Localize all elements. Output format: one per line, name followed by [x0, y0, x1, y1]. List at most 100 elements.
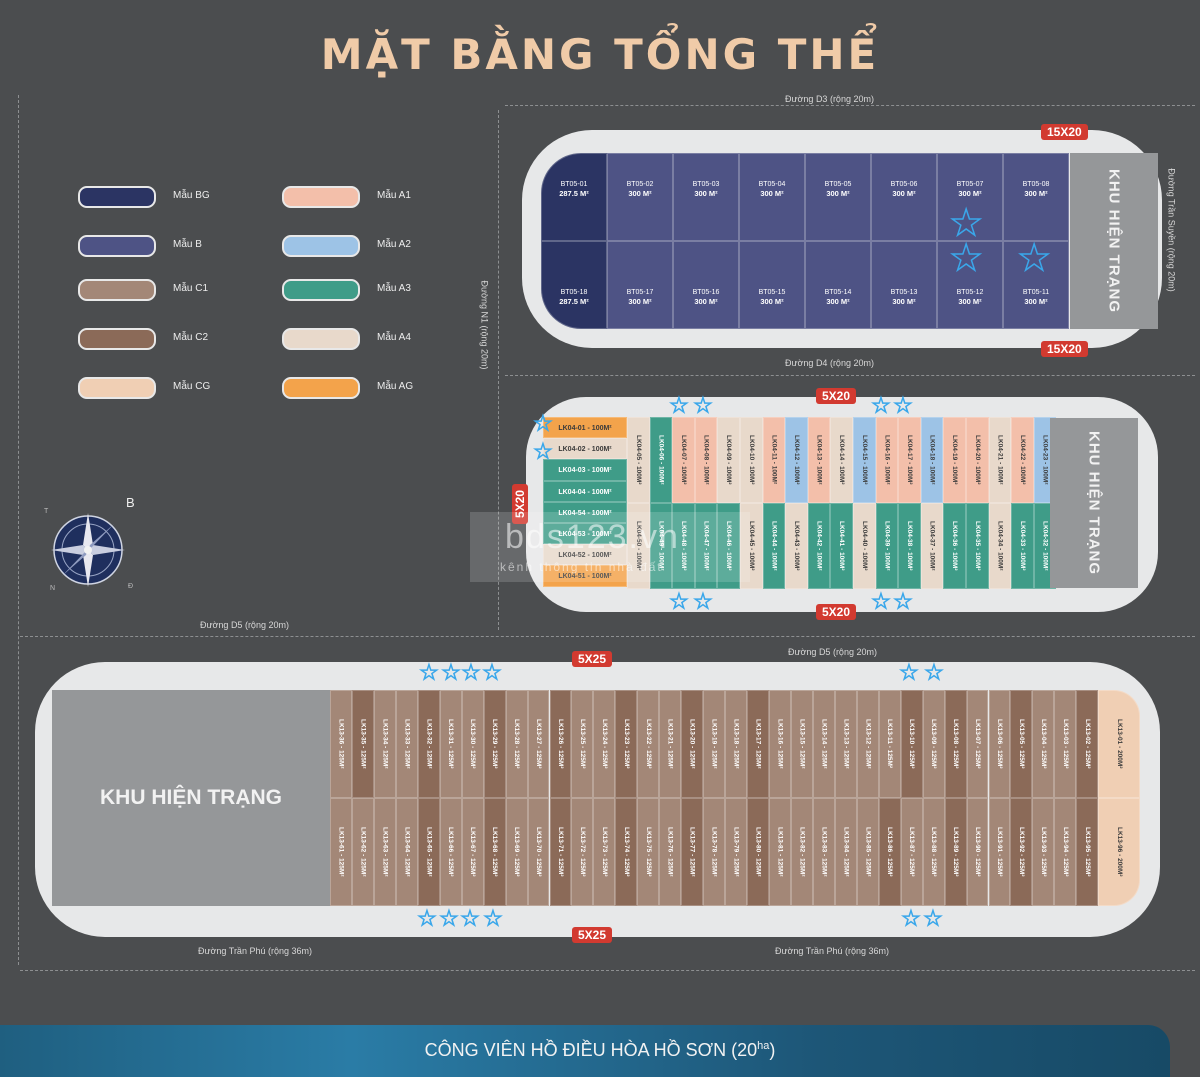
plot-lk13-82[interactable]: LK13-82 - 125M²: [790, 798, 813, 906]
plot-lk04-10[interactable]: LK04-10 - 100M²: [740, 417, 763, 503]
plot-lk04-14[interactable]: LK04-14 - 100M²: [830, 417, 853, 503]
plot-lk04-41[interactable]: LK04-41 - 100M²: [830, 503, 853, 589]
plot-lk13-86[interactable]: LK13-86 - 125M²: [878, 798, 901, 906]
plot-lk13-75[interactable]: LK13-75 - 125M²: [637, 798, 660, 906]
plot-lk13-04[interactable]: LK13-04 - 125M²: [1032, 690, 1055, 798]
plot-lk04-07[interactable]: LK04-07 - 100M²: [672, 417, 695, 503]
plot-lk13-28[interactable]: LK13-28 - 125M²: [505, 690, 528, 798]
plot-lk13-35[interactable]: LK13-35 - 125M²: [351, 690, 374, 798]
plot-lk13-12[interactable]: LK13-12 - 125M²: [856, 690, 879, 798]
plot-lk04-20[interactable]: LK04-20 - 100M²: [966, 417, 989, 503]
plot-lk04-19[interactable]: LK04-19 - 100M²: [943, 417, 966, 503]
plot-lk13-70[interactable]: LK13-70 - 125M²: [527, 798, 550, 906]
plot-lk13-08[interactable]: LK13-08 - 125M²: [944, 690, 967, 798]
plot-lk13-76[interactable]: LK13-76 - 125M²: [659, 798, 682, 906]
plot-lk13-94[interactable]: LK13-94 - 125M²: [1054, 798, 1077, 906]
plot-lk04-34[interactable]: LK04-34 - 100M²: [988, 503, 1012, 589]
plot-lk13-32[interactable]: LK13-32 - 125M²: [417, 690, 440, 798]
plot-lk13-89[interactable]: LK13-89 - 125M²: [944, 798, 967, 906]
plot-lk13-21[interactable]: LK13-21 - 125M²: [659, 690, 682, 798]
plot-lk04-51[interactable]: LK04-51 - 100M²: [543, 565, 627, 587]
plot-lk13-33[interactable]: LK13-33 - 125M²: [395, 690, 418, 798]
plot-lk13-64[interactable]: LK13-64 - 125M²: [395, 798, 418, 906]
plot-lk13-31[interactable]: LK13-31 - 125M²: [439, 690, 462, 798]
plot-lk04-02[interactable]: LK04-02 - 100M²: [543, 438, 627, 460]
plot-lk13-20[interactable]: LK13-20 - 125M²: [681, 690, 704, 798]
plot-lk04-22[interactable]: LK04-22 - 100M²: [1011, 417, 1034, 503]
plot-lk04-18[interactable]: LK04-18 - 100M²: [920, 417, 944, 503]
plot-lk04-09[interactable]: LK04-09 - 100M²: [717, 417, 740, 503]
plot-lk13-02[interactable]: LK13-02 - 125M²: [1076, 690, 1099, 798]
plot-lk13-78[interactable]: LK13-78 - 125M²: [703, 798, 726, 906]
plot-lk04-12[interactable]: LK04-12 - 100M²: [785, 417, 808, 503]
plot-lk13-74[interactable]: LK13-74 - 125M²: [615, 798, 638, 906]
plot-lk13-10[interactable]: LK13-10 - 125M²: [900, 690, 923, 798]
plot-lk04-04[interactable]: LK04-04 - 100M²: [543, 480, 627, 502]
plot-lk13-85[interactable]: LK13-85 - 125M²: [856, 798, 879, 906]
plot-lk13-06[interactable]: LK13-06 - 125M²: [988, 690, 1011, 798]
plot-lk13-13[interactable]: LK13-13 - 125M²: [834, 690, 857, 798]
plot-lk13-96[interactable]: LK13-96 - 200M²: [1098, 798, 1141, 906]
plot-lk13-19[interactable]: LK13-19 - 125M²: [703, 690, 726, 798]
plot-lk04-47[interactable]: LK04-47 - 100M²: [694, 503, 718, 589]
plot-lk04-03[interactable]: LK04-03 - 100M²: [543, 459, 627, 481]
plot-lk13-09[interactable]: LK13-09 - 125M²: [922, 690, 945, 798]
plot-lk13-68[interactable]: LK13-68 - 125M²: [483, 798, 506, 906]
plot-lk13-30[interactable]: LK13-30 - 125M²: [461, 690, 484, 798]
plot-lk13-92[interactable]: LK13-92 - 125M²: [1010, 798, 1033, 906]
plot-lk13-77[interactable]: LK13-77 - 125M²: [681, 798, 704, 906]
plot-lk13-87[interactable]: LK13-87 - 125M²: [900, 798, 923, 906]
plot-lk04-15[interactable]: LK04-15 - 100M²: [853, 417, 876, 503]
plot-lk13-66[interactable]: LK13-66 - 125M²: [439, 798, 462, 906]
plot-lk04-33[interactable]: LK04-33 - 100M²: [1011, 503, 1034, 589]
plot-lk04-42[interactable]: LK04-42 - 100M²: [807, 503, 831, 589]
plot-lk13-01[interactable]: LK13-01 - 200M²: [1098, 690, 1141, 798]
plot-lk04-21[interactable]: LK04-21 - 100M²: [988, 417, 1012, 503]
plot-lk13-90[interactable]: LK13-90 - 125M²: [966, 798, 989, 906]
plot-lk13-93[interactable]: LK13-93 - 125M²: [1032, 798, 1055, 906]
plot-lk13-73[interactable]: LK13-73 - 125M²: [593, 798, 616, 906]
plot-lk13-07[interactable]: LK13-07 - 125M²: [966, 690, 989, 798]
plot-lk13-81[interactable]: LK13-81 - 125M²: [769, 798, 791, 906]
plot-lk04-11[interactable]: LK04-11 - 100M²: [762, 417, 786, 503]
plot-lk13-24[interactable]: LK13-24 - 125M²: [593, 690, 616, 798]
plot-lk04-44[interactable]: LK04-44 - 100M²: [762, 503, 786, 589]
plot-lk04-08[interactable]: LK04-08 - 100M²: [694, 417, 718, 503]
plot-lk13-61[interactable]: LK13-61 - 125M²: [330, 798, 352, 906]
plot-lk04-45[interactable]: LK04-45 - 100M²: [740, 503, 763, 589]
plot-lk13-84[interactable]: LK13-84 - 125M²: [834, 798, 857, 906]
plot-lk13-67[interactable]: LK13-67 - 125M²: [461, 798, 484, 906]
plot-lk04-49[interactable]: LK04-49 - 100M²: [649, 503, 673, 589]
plot-lk04-52[interactable]: LK04-52 - 100M²: [543, 544, 627, 566]
plot-lk04-37[interactable]: LK04-37 - 100M²: [920, 503, 944, 589]
plot-lk13-26[interactable]: LK13-26 - 125M²: [549, 690, 572, 798]
plot-lk04-35[interactable]: LK04-35 - 100M²: [966, 503, 989, 589]
plot-lk13-72[interactable]: LK13-72 - 125M²: [571, 798, 594, 906]
plot-lk13-22[interactable]: LK13-22 - 125M²: [637, 690, 660, 798]
plot-lk13-83[interactable]: LK13-83 - 125M²: [812, 798, 835, 906]
plot-lk13-17[interactable]: LK13-17 - 125M²: [747, 690, 769, 798]
plot-lk13-80[interactable]: LK13-80 - 125M²: [747, 798, 769, 906]
plot-lk13-63[interactable]: LK13-63 - 125M²: [373, 798, 396, 906]
plot-lk13-23[interactable]: LK13-23 - 125M²: [615, 690, 638, 798]
plot-lk13-29[interactable]: LK13-29 - 125M²: [483, 690, 506, 798]
plot-lk04-43[interactable]: LK04-43 - 100M²: [785, 503, 808, 589]
plot-lk04-05[interactable]: LK04-05 - 100M²: [627, 417, 650, 503]
plot-lk04-16[interactable]: LK04-16 - 100M²: [875, 417, 899, 503]
plot-lk13-16[interactable]: LK13-16 - 125M²: [769, 690, 791, 798]
plot-lk04-06[interactable]: LK04-06 - 100M²: [649, 417, 673, 503]
plot-lk04-48[interactable]: LK04-48 - 100M²: [672, 503, 695, 589]
